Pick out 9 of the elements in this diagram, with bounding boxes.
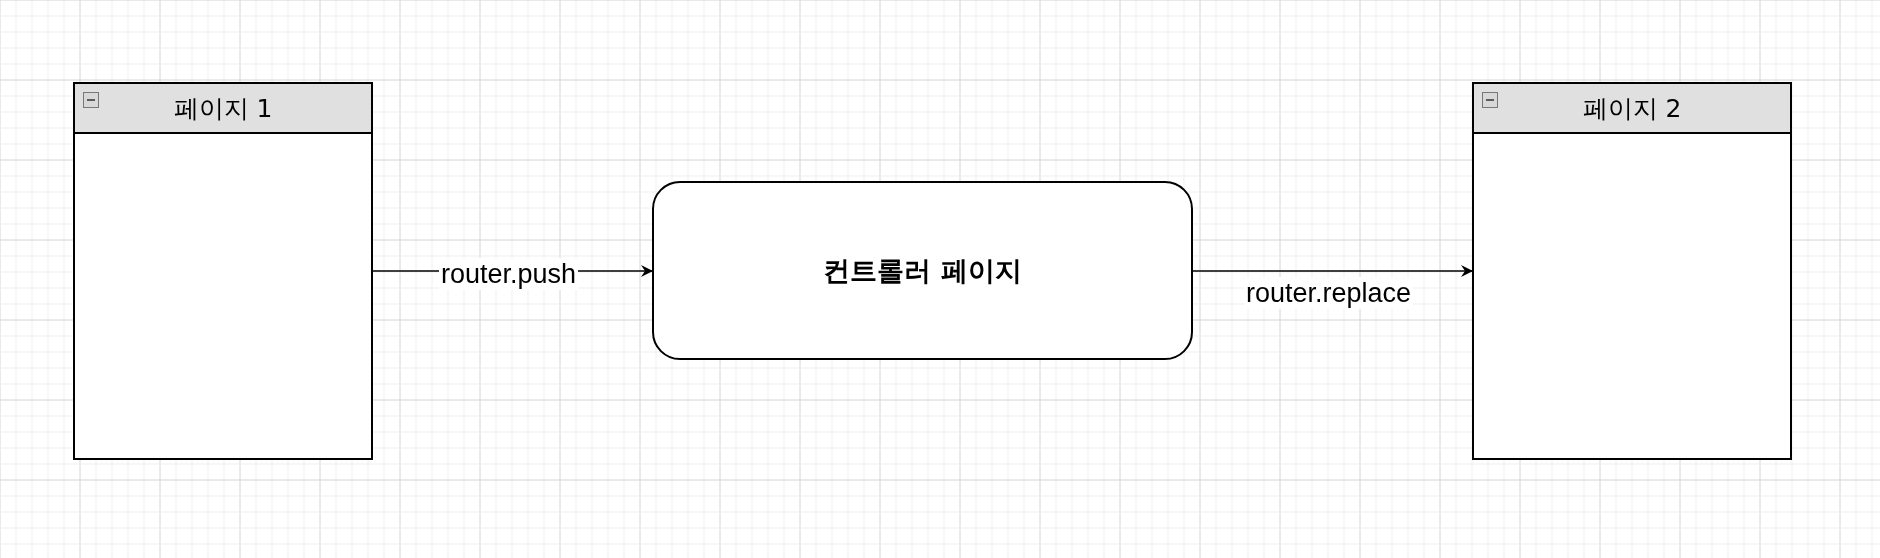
edge-label: router.push xyxy=(439,258,579,290)
process-box xyxy=(652,181,1193,360)
panel-title: 페이지 2 xyxy=(1582,92,1682,125)
panel-title: 페이지 1 xyxy=(173,92,273,125)
box-label: 컨트롤러 페이지 xyxy=(823,253,1022,288)
edge-label: router.replace xyxy=(1244,277,1414,309)
page-panel xyxy=(73,82,373,460)
arrow xyxy=(1192,265,1473,277)
page-panel xyxy=(1472,82,1792,460)
